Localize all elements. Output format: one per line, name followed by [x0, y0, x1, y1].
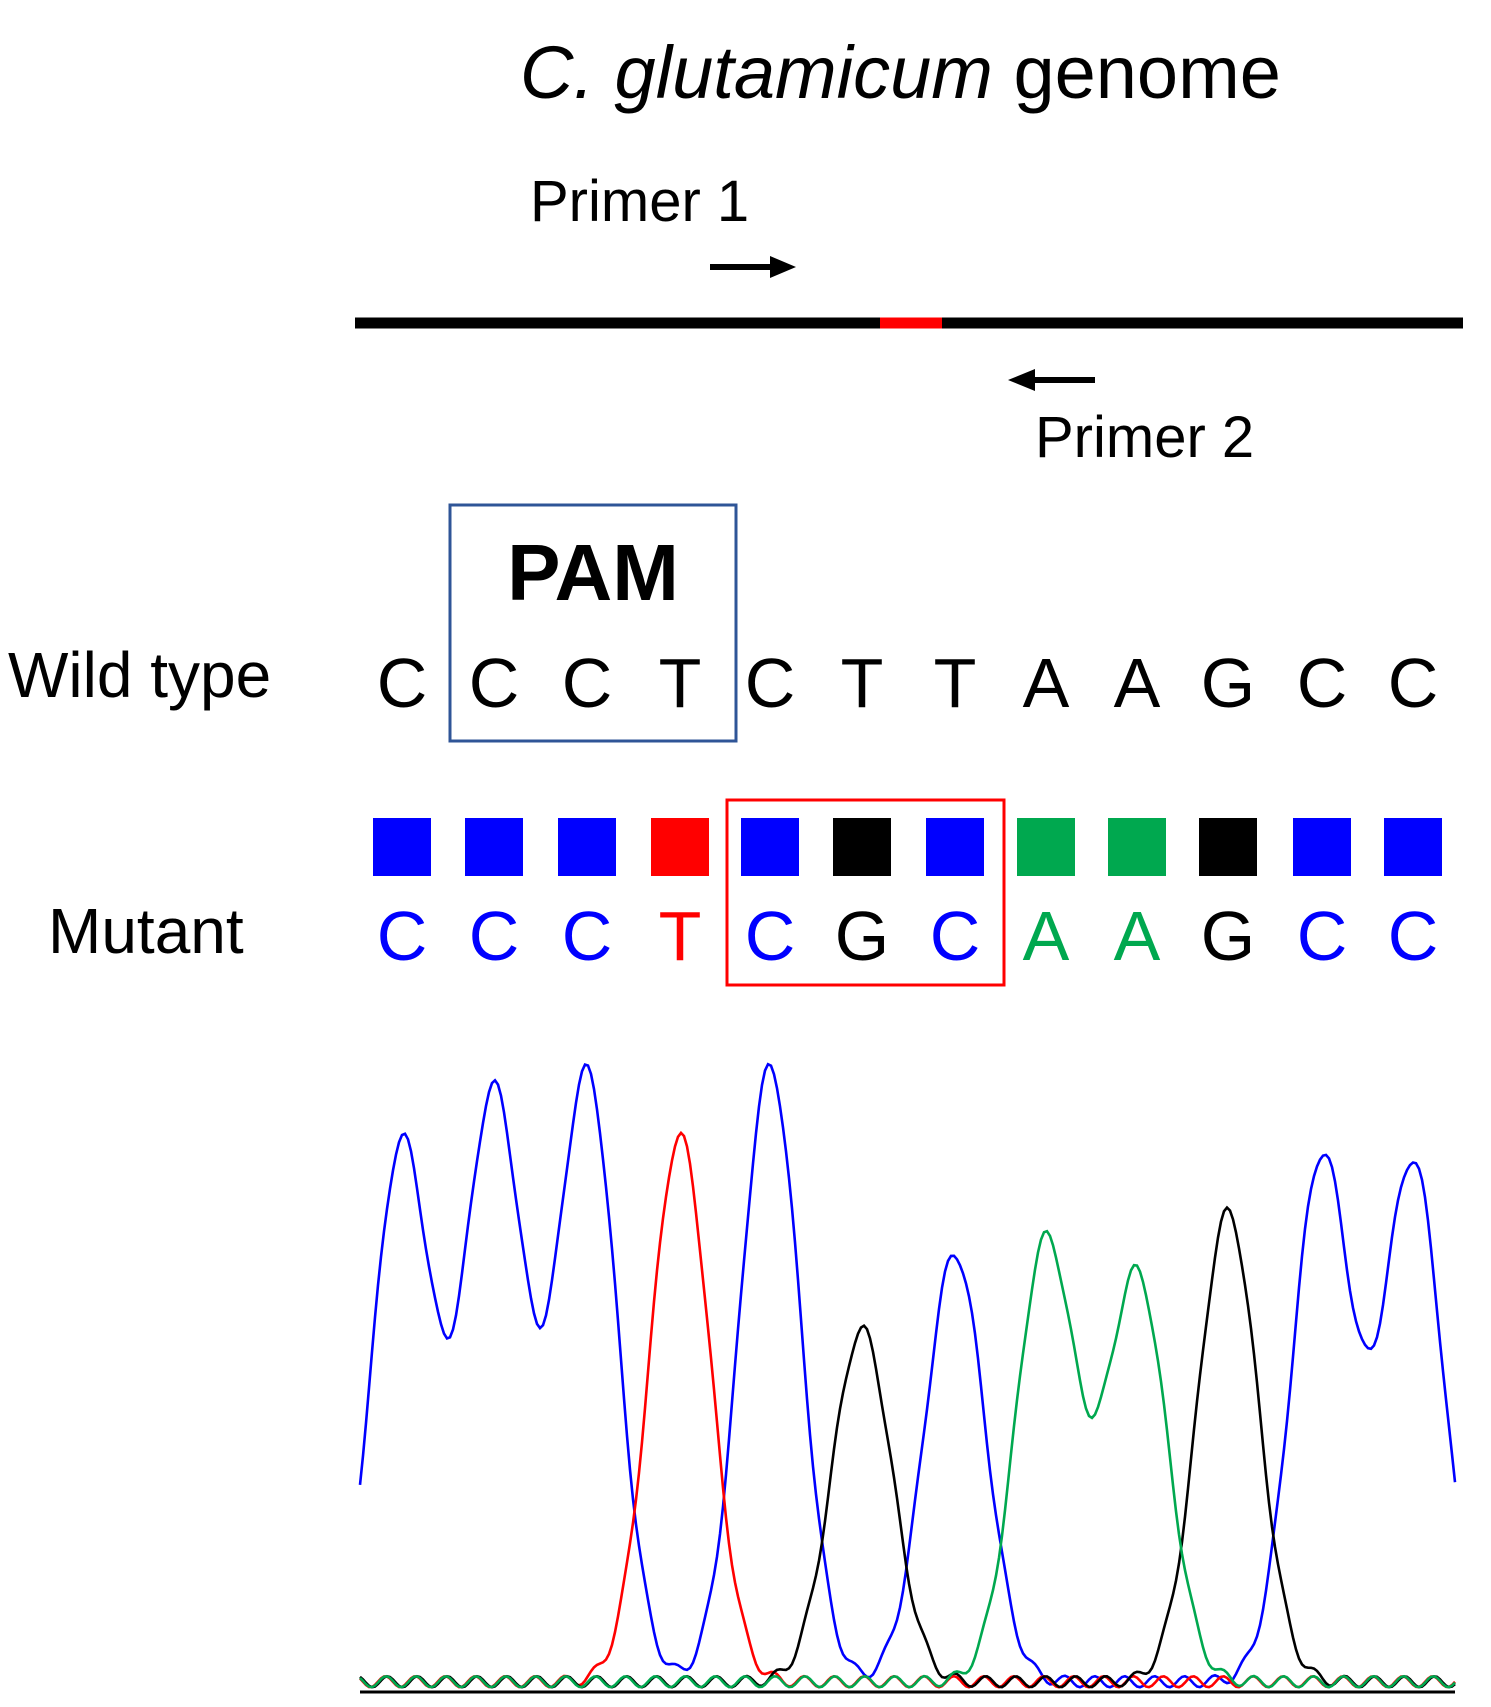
base-color-square [1199, 818, 1257, 876]
primer1-label: Primer 1 [530, 169, 749, 234]
primer2-label: Primer 2 [1035, 405, 1254, 470]
base-color-square [373, 818, 431, 876]
primer2-arrow [1008, 369, 1095, 391]
base-color-square [1384, 818, 1442, 876]
pam-box [448, 503, 738, 743]
figure-title: C. glutamicum genome [520, 30, 1281, 115]
mutant-base: C [1297, 897, 1348, 975]
wild-type-base: A [1114, 644, 1161, 722]
trace-G [359, 1205, 1456, 1689]
wild-type-base: C [1297, 644, 1348, 722]
mutant-base: C [562, 897, 613, 975]
title-species: C. glutamicum [520, 31, 993, 114]
mutant-base: C [745, 897, 796, 975]
mutant-base: C [1388, 897, 1439, 975]
base-color-square [1108, 818, 1166, 876]
base-color-square [833, 818, 891, 876]
base-color-squares [373, 818, 1442, 876]
wild-type-base: C [469, 644, 520, 722]
base-color-square [1017, 818, 1075, 876]
title-suffix: genome [992, 31, 1281, 114]
mutant-base: C [930, 897, 981, 975]
wild-type-base: G [1201, 644, 1255, 722]
trace-C [358, 1062, 1457, 1689]
base-color-square [741, 818, 799, 876]
base-color-square [926, 818, 984, 876]
base-color-square [651, 818, 709, 876]
wild-type-base: A [1023, 644, 1070, 722]
pam-label: PAM [507, 528, 679, 617]
mutant-base: G [1201, 897, 1255, 975]
base-color-square [1293, 818, 1351, 876]
mutant-base: A [1023, 897, 1070, 975]
wild-type-base: C [745, 644, 796, 722]
wild-type-base: T [841, 644, 884, 722]
wild-type-base: C [377, 644, 428, 722]
trace-A [359, 1229, 1456, 1689]
base-color-square [465, 818, 523, 876]
wild-type-base: C [562, 644, 613, 722]
chromatogram [358, 1062, 1457, 1694]
wild-type-base: T [934, 644, 977, 722]
mutation-box [725, 798, 1006, 987]
mutant-label: Mutant [48, 895, 244, 967]
base-color-square [558, 818, 616, 876]
mutant-base: G [835, 897, 889, 975]
trace-T [359, 1130, 1456, 1689]
wild-type-base: C [1388, 644, 1439, 722]
mutant-base: T [659, 897, 702, 975]
mutant-base: C [469, 897, 520, 975]
mutant-base: C [377, 897, 428, 975]
wild-type-base: T [659, 644, 702, 722]
primer1-arrow [710, 256, 796, 278]
mutant-base: A [1114, 897, 1161, 975]
wild-type-label: Wild type [8, 639, 271, 711]
